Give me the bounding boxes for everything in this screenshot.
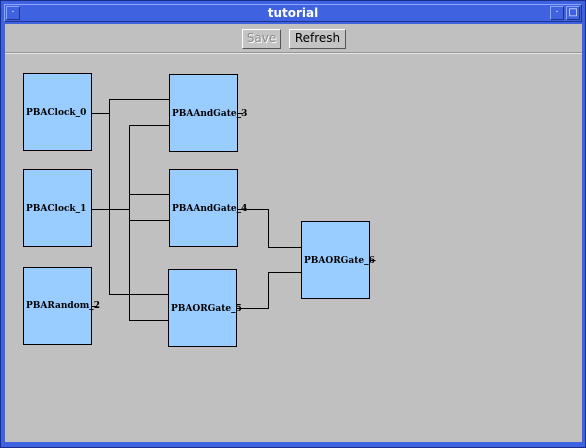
wire-layer (91, 99, 376, 321)
node-pbaandgate-4[interactable]: PBAAndGate_4 (169, 169, 247, 247)
node-pbarandom-2[interactable]: PBARandom_2 (23, 267, 100, 345)
toolbar: Save Refresh (5, 24, 582, 54)
window-menu-button[interactable]: · (6, 6, 20, 20)
node-label: PBAAndGate_3 (172, 109, 248, 119)
save-button[interactable]: Save (242, 29, 281, 49)
node-label: PBAClock_1 (26, 204, 87, 214)
wire (91, 99, 170, 114)
maximize-button[interactable]: □ (566, 6, 580, 20)
node-pbaorgate-6[interactable]: PBAORGate_6 (301, 221, 375, 299)
node-label: PBAORGate_6 (304, 256, 375, 266)
title-bar[interactable]: · tutorial · □ (4, 4, 582, 22)
node-pbaandgate-3[interactable]: PBAAndGate_3 (169, 74, 247, 152)
node-label: PBARandom_2 (26, 301, 100, 311)
wire (237, 209, 302, 248)
wire (129, 125, 169, 321)
wire (236, 272, 302, 309)
node-pbaclock-0[interactable]: PBAClock_0 (23, 73, 92, 151)
node-pbaclock-1[interactable]: PBAClock_1 (23, 169, 92, 247)
window-title: tutorial (267, 6, 319, 20)
circuit-canvas[interactable]: PBAClock_0 PBAClock_1 PBARandom_2 PBAAnd… (5, 56, 582, 442)
node-label: PBAAndGate_4 (172, 204, 248, 214)
node-label: PBAClock_0 (26, 108, 87, 118)
wire (109, 113, 169, 295)
minimize-button[interactable]: · (550, 6, 564, 20)
client-area: Save Refresh (5, 24, 582, 442)
node-pbaorgate-5[interactable]: PBAORGate_5 (168, 269, 242, 347)
refresh-button[interactable]: Refresh (289, 29, 346, 49)
node-label: PBAORGate_5 (171, 304, 242, 314)
